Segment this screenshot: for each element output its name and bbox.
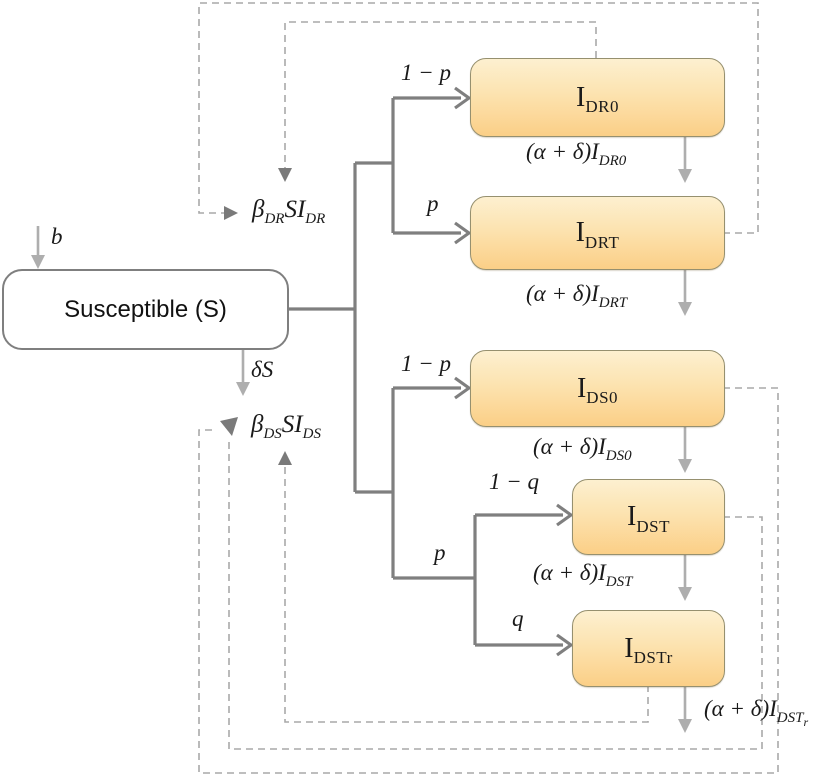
solid-branch-tree	[287, 86, 573, 657]
idst-base: I	[627, 501, 637, 532]
feedback-idstr	[284, 463, 649, 723]
beta-dr-sub: DR	[264, 211, 285, 227]
label-force-ds: βDSSIDS	[251, 411, 321, 442]
feedback-ids0	[198, 387, 779, 774]
gray-flow-arrowheads	[31, 169, 692, 733]
feedback-idr0	[284, 21, 597, 170]
outflow-idstr-base: (α + δ)I	[704, 696, 777, 721]
outflow-idstr-subsub: r	[803, 715, 809, 729]
dashed-arrowheads	[220, 168, 292, 465]
outflow-idstr-sub: DST	[776, 710, 804, 726]
si-dr-sub: DR	[305, 211, 326, 227]
outflow-idrt-head	[678, 302, 692, 316]
death-s-arrowhead	[236, 382, 250, 396]
ds-arrow-p	[393, 515, 477, 645]
idr0-sub: DR0	[585, 97, 619, 116]
beta-ds-sub: DS	[263, 426, 282, 442]
chevron-ids0	[454, 376, 471, 400]
outflow-idstr-head	[678, 719, 692, 733]
idst-sub: DST	[636, 516, 670, 536]
susceptible-label: Susceptible (S)	[64, 295, 227, 323]
outflow-idst-base: (α + δ)I	[533, 560, 606, 585]
label-outflow-ids0: (α + δ)IDS0	[533, 434, 632, 464]
outflow-ids0-base: (α + δ)I	[533, 434, 606, 459]
idrt-base: I	[575, 217, 585, 248]
idr0-base: I	[576, 81, 586, 113]
chevron-idrt	[454, 221, 471, 245]
label-one-minus-p-ds: 1 − p	[401, 351, 452, 376]
outflow-idr0-sub: DR0	[598, 153, 627, 169]
label-one-minus-p-dr: 1 − p	[401, 60, 452, 85]
arrowhead-right-beta-dr	[224, 206, 238, 220]
label-birth-rate: b	[51, 224, 63, 249]
compartment-susceptible: Susceptible (S)	[2, 269, 289, 350]
outflow-ids0-head	[678, 459, 692, 473]
outflow-idst-head	[678, 587, 692, 601]
ids0-sub: DS0	[586, 388, 619, 407]
si-ds-sub: DS	[302, 426, 321, 442]
label-one-minus-q: 1 − q	[489, 469, 540, 494]
outflow-idrt-sub: DRT	[598, 295, 628, 311]
chevron-idstr	[556, 633, 573, 657]
arrowhead-ne-beta-ds	[220, 417, 238, 436]
label-p-dr: p	[427, 191, 439, 216]
gray-flow-arrows	[36, 137, 687, 721]
ids0-base: I	[576, 372, 587, 404]
idrt-sub: DRT	[584, 232, 620, 252]
outflow-idrt-base: (α + δ)I	[526, 281, 599, 306]
chevron-idst	[556, 503, 573, 527]
label-outflow-idst: (α + δ)IDST	[533, 560, 632, 590]
arrowhead-down-beta-dr	[278, 168, 292, 182]
label-q: q	[512, 606, 524, 631]
beta-dr: β	[252, 196, 265, 223]
outflow-idr0-head	[678, 169, 692, 183]
arrowhead-up-beta-ds	[278, 451, 292, 465]
si-dr: SI	[284, 196, 306, 223]
feedback-idst	[228, 441, 763, 750]
dr-junction	[355, 98, 395, 233]
outflow-idst-sub: DST	[605, 574, 633, 590]
label-outflow-idrt: (α + δ)IDRT	[526, 281, 627, 311]
label-force-dr: βDRSIDR	[252, 196, 325, 227]
outflow-idr0-base: (α + δ)I	[526, 139, 599, 164]
outflow-ids0-sub: DS0	[605, 448, 632, 464]
si-ds: SI	[281, 411, 303, 438]
birth-arrowhead	[31, 255, 45, 269]
label-death-s: δS	[251, 357, 274, 382]
idstr-base: I	[624, 632, 634, 664]
idstr-sub: DSTr	[633, 648, 673, 667]
label-outflow-idr0: (α + δ)IDR0	[526, 139, 626, 169]
label-p-ds: p	[434, 540, 446, 565]
ds-junction	[355, 388, 395, 578]
label-outflow-idstr: (α + δ)IDSTr	[704, 696, 808, 728]
dashed-feedback-loops	[198, 2, 779, 774]
chevron-idr0	[454, 86, 471, 110]
feedback-idrt	[198, 2, 759, 234]
beta-ds: β	[251, 411, 264, 438]
